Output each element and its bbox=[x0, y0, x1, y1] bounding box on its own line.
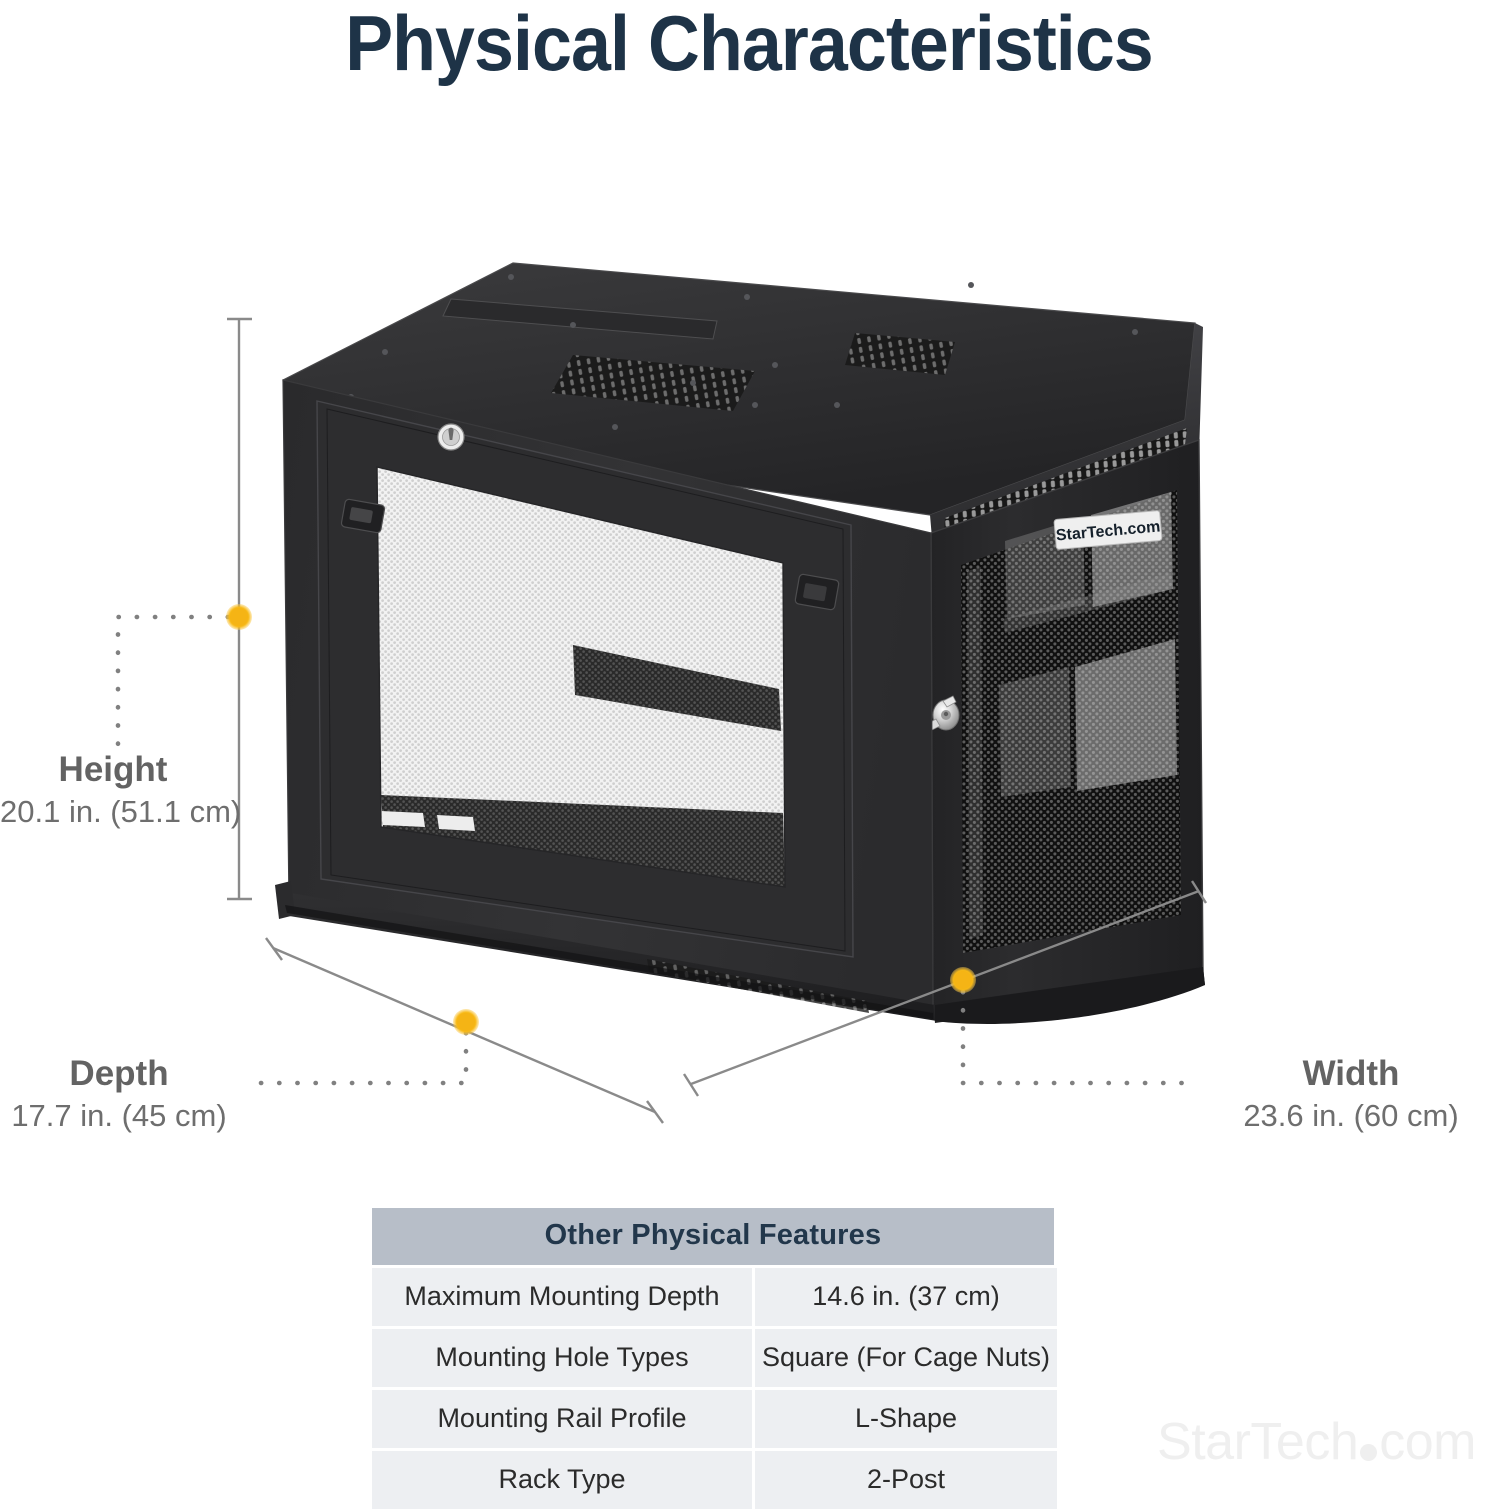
width-label-value: 23.6 in. (60 cm) bbox=[1243, 1098, 1459, 1133]
table-cell-key: Mounting Rail Profile bbox=[372, 1387, 755, 1448]
width-label-name: Width bbox=[1302, 1054, 1400, 1093]
table-cell-value: L-Shape bbox=[755, 1387, 1057, 1448]
watermark-text-left: StarTech bbox=[1157, 1413, 1359, 1471]
height-label-value: 20.1 in. (51.1 cm) bbox=[0, 794, 242, 829]
table-row: Mounting Rail Profile L-Shape bbox=[372, 1387, 1057, 1448]
table-cell-value: 14.6 in. (37 cm) bbox=[755, 1265, 1057, 1326]
depth-dimension-label: Depth 17.7 in. (45 cm) bbox=[0, 1052, 238, 1136]
table-row: Mounting Hole Types Square (For Cage Nut… bbox=[372, 1326, 1057, 1387]
table-row: Rack Type 2-Post bbox=[372, 1448, 1057, 1509]
depth-label-value: 17.7 in. (45 cm) bbox=[11, 1098, 227, 1133]
table-cell-key: Rack Type bbox=[372, 1448, 755, 1509]
table-cell-value: Square (For Cage Nuts) bbox=[755, 1326, 1057, 1387]
table-cell-key: Mounting Hole Types bbox=[372, 1326, 755, 1387]
table-row: Maximum Mounting Depth 14.6 in. (37 cm) bbox=[372, 1265, 1057, 1326]
table-cell-value: 2-Post bbox=[755, 1448, 1057, 1509]
table-cell-key: Maximum Mounting Depth bbox=[372, 1265, 755, 1326]
watermark-text-right: com bbox=[1379, 1413, 1476, 1471]
height-dimension-label: Height 20.1 in. (51.1 cm) bbox=[0, 748, 242, 832]
product-image: StarTech.com bbox=[255, 215, 1215, 1035]
table-header-row: Other Physical Features bbox=[372, 1205, 1057, 1265]
height-marker-dot bbox=[226, 604, 252, 630]
depth-marker-dot bbox=[453, 1009, 479, 1035]
watermark-dot-icon bbox=[1360, 1444, 1378, 1461]
width-marker-dot bbox=[950, 967, 976, 993]
other-physical-features-table: Other Physical Features Maximum Mounting… bbox=[372, 1205, 1057, 1509]
depth-label-name: Depth bbox=[69, 1054, 169, 1093]
width-dimension-label: Width 23.6 in. (60 cm) bbox=[1204, 1052, 1498, 1136]
page-title: Physical Characteristics bbox=[345, 0, 1154, 87]
table-header-title: Other Physical Features bbox=[372, 1205, 1057, 1265]
startech-watermark: StarTech com bbox=[1157, 1412, 1476, 1472]
height-label-name: Height bbox=[58, 750, 168, 789]
